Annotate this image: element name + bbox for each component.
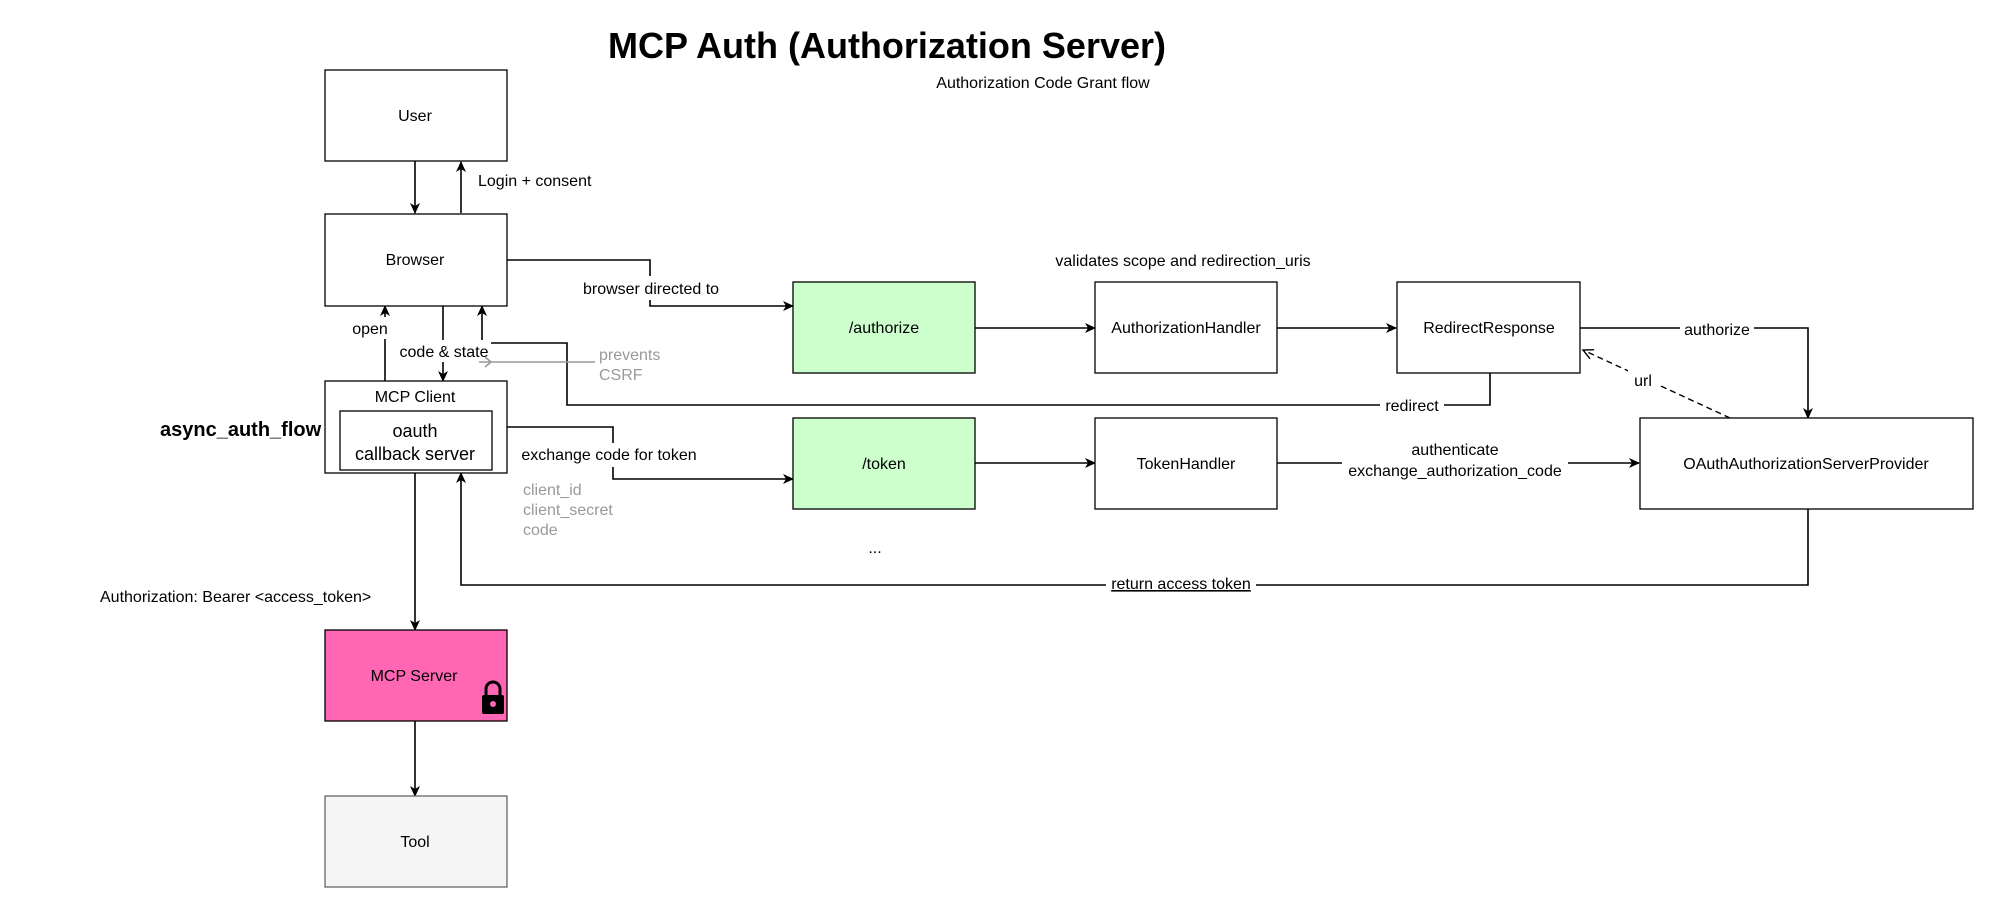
node-provider-label: OAuthAuthorizationServerProvider: [1683, 456, 1929, 473]
side-label-async-auth-flow: async_auth_flow: [160, 419, 322, 441]
label-bearer: Authorization: Bearer <access_token>: [100, 589, 371, 606]
label-code-state: code & state: [400, 344, 489, 361]
node-authorization-handler-label: AuthorizationHandler: [1111, 320, 1261, 337]
node-token-handler: TokenHandler: [1094, 417, 1278, 510]
node-token-endpoint: /token: [792, 417, 976, 510]
node-oauth-provider: OAuthAuthorizationServerProvider: [1639, 417, 1974, 510]
node-user-label: User: [398, 108, 432, 125]
node-authorization-handler: AuthorizationHandler: [1094, 281, 1278, 374]
label-validates: validates scope and redirection_uris: [1055, 253, 1310, 270]
node-authorize-endpoint: /authorize: [792, 281, 976, 374]
label-exchange-code: exchange_authorization_code: [1348, 463, 1562, 480]
label-csrf: CSRF: [599, 367, 643, 384]
node-callback-server-label: callback server: [355, 444, 475, 464]
label-client-id: client_id: [523, 482, 582, 499]
label-return-token: return access token: [1111, 576, 1251, 593]
node-redirect-response-label: RedirectResponse: [1423, 320, 1555, 337]
diagram-subtitle: Authorization Code Grant flow: [936, 75, 1150, 92]
label-redirect: redirect: [1385, 398, 1439, 415]
label-open: open: [352, 321, 388, 338]
node-browser-label: Browser: [386, 252, 445, 269]
label-exchange: exchange code for token: [521, 447, 696, 464]
lock-icon: [482, 680, 504, 714]
label-code: code: [523, 522, 558, 539]
node-authorize-label: /authorize: [849, 320, 919, 337]
label-login-consent: Login + consent: [478, 173, 592, 190]
node-oauth-callback: [339, 410, 493, 471]
diagram-title: MCP Auth (Authorization Server): [608, 25, 1166, 66]
node-tool: Tool: [324, 795, 508, 888]
node-user: User: [324, 69, 508, 162]
edge-redirect-authorize-provider: [1580, 327, 1813, 419]
label-prevents: prevents: [599, 347, 660, 364]
node-redirect-response: RedirectResponse: [1396, 281, 1581, 374]
node-mcp-server-label: MCP Server: [371, 668, 459, 685]
node-token-label: /token: [862, 456, 906, 473]
node-mcp-client-label: MCP Client: [375, 389, 456, 406]
label-client-secret: client_secret: [523, 502, 613, 519]
node-mcp-server: MCP Server: [324, 629, 508, 722]
label-browser-directed: browser directed to: [583, 281, 719, 298]
node-mcp-client: MCP Client oauth callback server: [324, 380, 508, 474]
edge-redirect-to-browser: [477, 305, 1491, 406]
label-authorize: authorize: [1684, 322, 1750, 339]
label-url: url: [1634, 373, 1652, 390]
label-authenticate: authenticate: [1411, 442, 1498, 459]
label-ellipsis: ...: [868, 540, 881, 557]
node-browser: Browser: [324, 213, 508, 307]
node-oauth-label: oauth: [392, 421, 437, 441]
node-tool-label: Tool: [400, 834, 429, 851]
node-token-handler-label: TokenHandler: [1137, 456, 1236, 473]
